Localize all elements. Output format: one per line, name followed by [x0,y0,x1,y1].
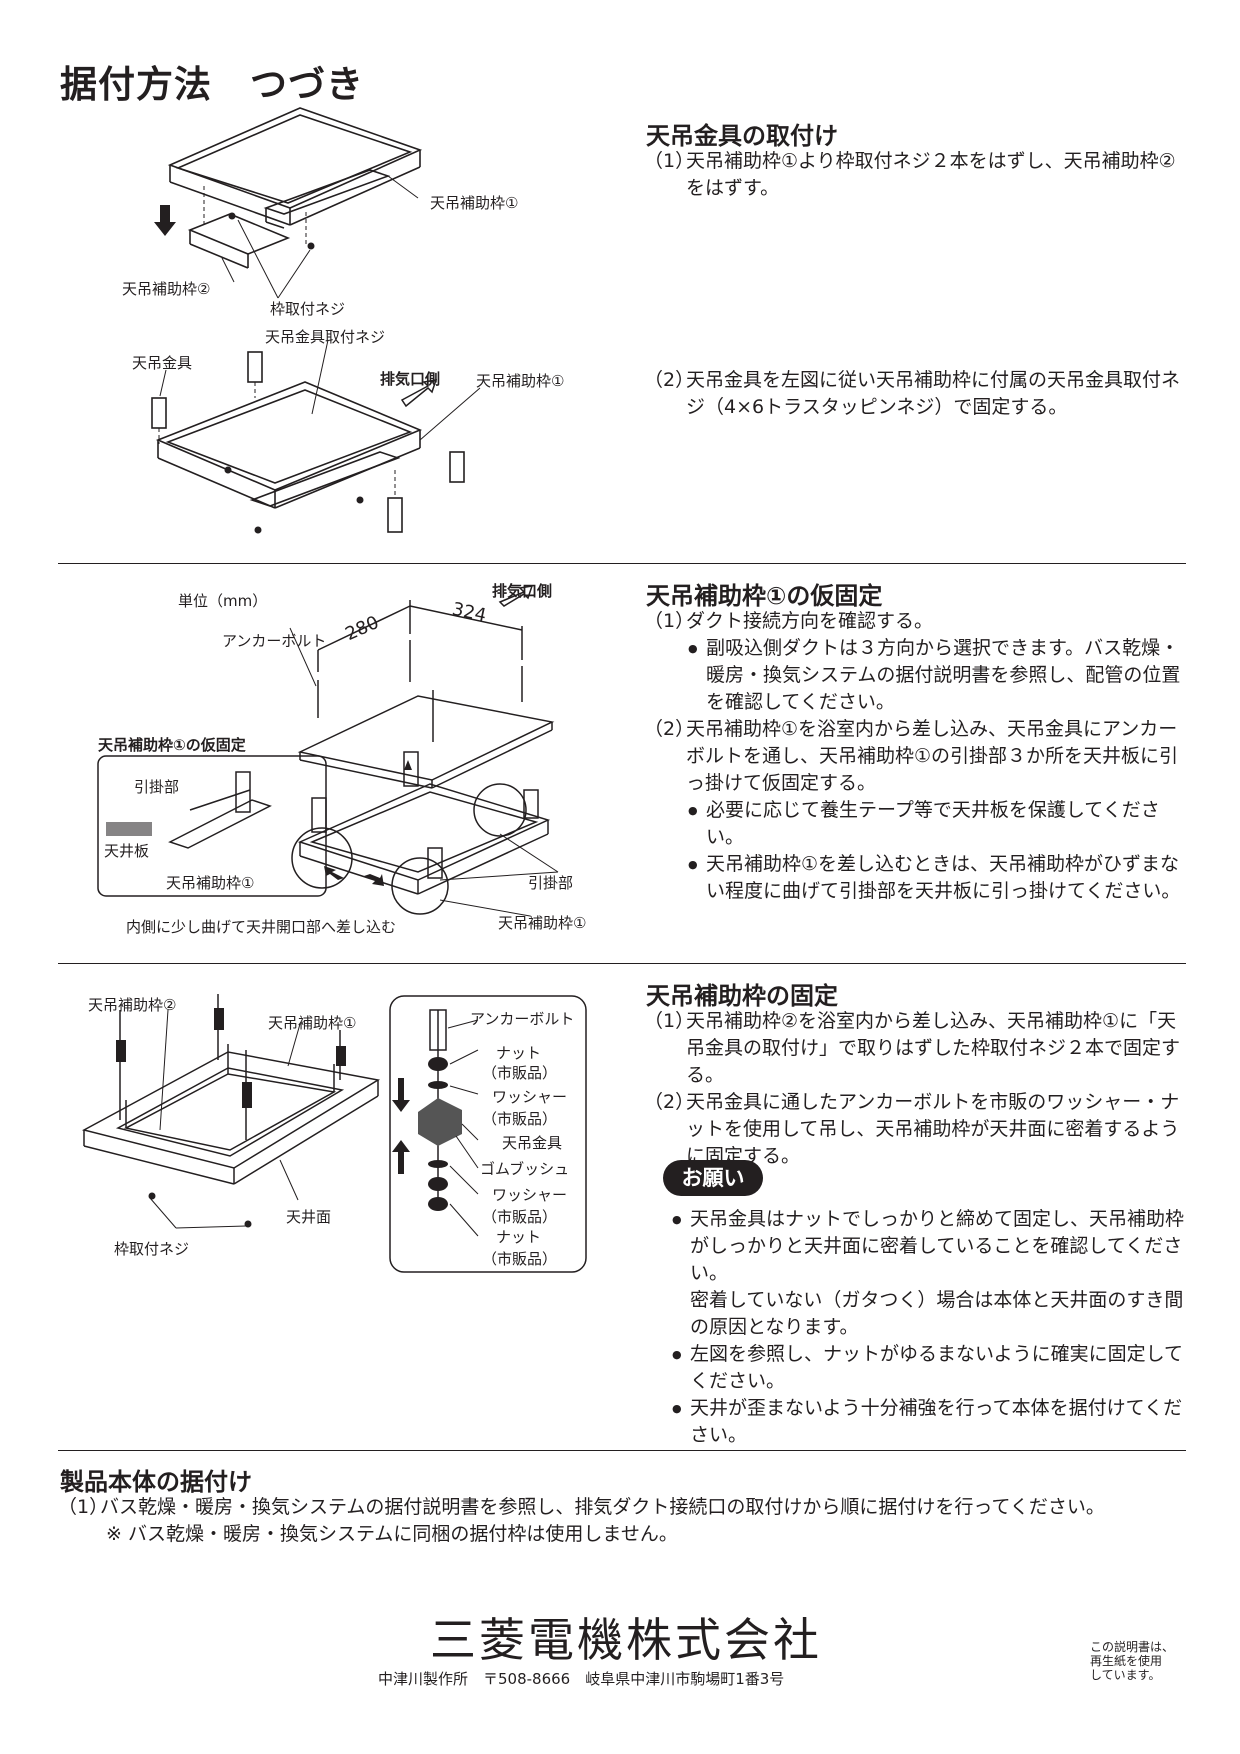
recycle-line: この説明書は、 [1090,1640,1175,1654]
recycle-line: 再生紙を使用 [1090,1654,1163,1668]
section1-steps: （1）天吊補助枠①より枠取付ネジ２本をはずし、天吊補助枠②をはずす。 [644,148,1190,202]
step-item: （2）天吊金具に通したアンカーボルトを市販のワッシャー・ナットを使用して吊し、天… [644,1089,1190,1170]
step-item: （2）天吊補助枠①を浴室内から差し込み、天吊金具にアンカーボルトを通し、天吊補助… [644,716,1190,797]
company-address: 中津川製作所 〒508-8666 岐阜県中津川市駒場町1番3号 [378,1670,785,1688]
label-anchor-s3: アンカーボルト [470,1010,575,1028]
label-inset-title: 天吊補助枠①の仮固定 [98,736,246,754]
page-title: 据付方法 つづき [60,63,364,106]
step-text: 天吊補助枠①を浴室内から差し込み、天吊金具にアンカーボルトを通し、天吊補助枠①の… [686,718,1179,794]
step-number: （2） [644,1091,695,1113]
section-heading-temp-fix: 天吊補助枠①の仮固定 [646,582,883,610]
label-exhaust-side-2: 排気口側 [492,582,553,600]
request-item: 左図を参照し、ナットがゆるまないように確実に固定してください。 [670,1341,1190,1395]
label-frame1-inset: 天吊補助枠① [166,874,255,892]
label-frame-screw: 枠取付ネジ [270,300,346,318]
step-text: 天吊補助枠②を浴室内から差し込み、天吊補助枠①に「天吊金具の取付け」で取りはずし… [686,1010,1181,1086]
label-ceiling-surface: 天井面 [286,1208,332,1226]
label-frame-screw-s3: 枠取付ネジ [114,1240,190,1258]
label-bracket-s3: 天吊金具 [502,1134,563,1152]
divider [58,1450,1186,1451]
step-text: 天吊金具に通したアンカーボルトを市販のワッシャー・ナットを使用して吊し、天吊補助… [686,1091,1180,1167]
step-item: （1）天吊補助枠②を浴室内から差し込み、天吊補助枠①に「天吊金具の取付け」で取り… [644,1008,1190,1089]
recycle-line: しています。 [1090,1668,1161,1682]
label-nut1-sub: （市販品） [482,1064,558,1082]
section-heading-body-install: 製品本体の据付け [60,1468,252,1496]
label-caption: 内側に少し曲げて天井開口部へ差し込む [126,918,397,936]
section4-steps: （1）バス乾燥・暖房・換気システムの据付説明書を参照し、排気ダクト接続口の取付け… [58,1494,1188,1548]
step-text: 天吊補助枠①より枠取付ネジ２本をはずし、天吊補助枠②をはずす。 [686,150,1176,199]
step-text: 天吊金具を左図に従い天吊補助枠に付属の天吊金具取付ネジ（4×6トラスタッピンネジ… [686,369,1181,418]
label-frame1-bottom: 天吊補助枠① [476,372,565,390]
label-nut1: ナット [496,1044,542,1062]
label-frame1-main: 天吊補助枠① [498,914,587,932]
label-exhaust-side: 排気口側 [380,370,441,388]
note: ※ バス乾燥・暖房・換気システムに同梱の据付枠は使用しません。 [106,1523,678,1545]
request-badge: お願い [663,1160,763,1196]
step-item: （1）天吊補助枠①より枠取付ネジ２本をはずし、天吊補助枠②をはずす。 [644,148,1190,202]
bullet-item: 天吊補助枠①を差し込むときは、天吊補助枠がひずまない程度に曲げて引掛部を天井板に… [644,851,1190,905]
label-bracket: 天吊金具 [132,354,193,372]
step-number: （1） [58,1496,109,1518]
section-heading-bracket-install: 天吊金具の取付け [646,122,838,150]
recycle-note: この説明書は、 再生紙を使用 しています。 [1090,1640,1174,1682]
label-washer1: ワッシャー [492,1088,568,1106]
company-name: 三菱電機株式会社 [430,1613,822,1667]
label-frame2-s3: 天吊補助枠② [88,996,177,1014]
request-note: 密着していない（ガタつく）場合は本体と天井面のすき間の原因となります。 [690,1289,1184,1338]
label-anchor-bolt: アンカーボルト [222,632,327,650]
label-washer1-sub: （市販品） [482,1110,558,1128]
step-number: （2） [644,718,695,740]
step-number: （1） [644,1010,695,1032]
label-nut2-sub: （市販品） [482,1250,558,1268]
label-hook: 引掛部 [134,778,180,796]
bullet-item: 副吸込側ダクトは３方向から選択できます。バス乾燥・暖房・換気システムの据付説明書… [644,635,1190,716]
request-item: 天井が歪まないよう十分補強を行って本体を据付けてください。 [670,1395,1190,1449]
label-rubber-bush: ゴムブッシュ [480,1160,570,1178]
divider [58,963,1186,964]
section3-steps: （1）天吊補助枠②を浴室内から差し込み、天吊補助枠①に「天吊金具の取付け」で取り… [644,1008,1190,1170]
label-frame2: 天吊補助枠② [122,280,211,298]
step-item: （2）天吊金具を左図に従い天吊補助枠に付属の天吊金具取付ネジ（4×6トラスタッピ… [644,367,1190,421]
request-item: 天吊金具はナットでしっかりと締めて固定し、天吊補助枠がしっかりと天井面に密着して… [670,1206,1190,1287]
step-number: （1） [644,150,695,172]
label-frame1-s3: 天吊補助枠① [268,1014,357,1032]
step-text: バス乾燥・暖房・換気システムの据付説明書を参照し、排気ダクト接続口の取付けから順… [100,1496,1105,1518]
section1-step2: （2）天吊金具を左図に従い天吊補助枠に付属の天吊金具取付ネジ（4×6トラスタッピ… [644,367,1190,421]
bullet-item: 必要に応じて養生テープ等で天井板を保護してください。 [644,797,1190,851]
step-number: （2） [644,369,695,391]
divider [58,563,1186,564]
label-nut2: ナット [496,1228,542,1246]
request-list: 天吊金具はナットでしっかりと締めて固定し、天吊補助枠がしっかりと天井面に密着して… [670,1206,1190,1449]
step-text: ダクト接続方向を確認する。 [686,610,934,632]
label-hook-2: 引掛部 [528,874,574,892]
label-unit: 単位（mm） [178,592,268,610]
label-bracket-screw: 天吊金具取付ネジ [265,328,386,346]
label-ceiling-board: 天井板 [104,842,150,860]
step-item: （1）バス乾燥・暖房・換気システムの据付説明書を参照し、排気ダクト接続口の取付け… [58,1494,1188,1521]
section2-steps: （1）ダクト接続方向を確認する。 副吸込側ダクトは３方向から選択できます。バス乾… [644,608,1190,905]
section-heading-frame-fix: 天吊補助枠の固定 [646,982,838,1010]
step-number: （1） [644,610,695,632]
label-washer2-sub: （市販品） [482,1208,558,1226]
label-washer2: ワッシャー [492,1186,568,1204]
step-item: （1）ダクト接続方向を確認する。 [644,608,1190,635]
label-frame1: 天吊補助枠① [430,194,519,212]
